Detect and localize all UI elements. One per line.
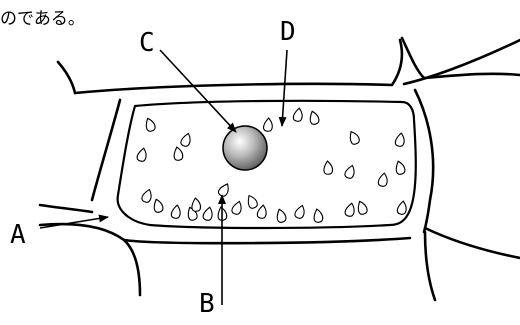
grains: [136, 107, 407, 223]
grain: [191, 198, 201, 212]
grain: [397, 200, 408, 215]
nucleus: [223, 126, 267, 170]
leader-a: [40, 217, 108, 228]
grain: [323, 161, 333, 175]
label-c: C: [139, 28, 155, 58]
grain: [141, 188, 154, 203]
grain: [245, 194, 258, 210]
grain: [394, 160, 406, 175]
grain: [293, 107, 304, 122]
grain: [275, 208, 287, 223]
grain: [294, 204, 307, 219]
grain: [313, 208, 324, 223]
leader-d: [282, 50, 287, 126]
grain: [356, 200, 369, 215]
neighbor-cell-walls: [40, 38, 520, 300]
grain: [173, 146, 184, 161]
grain: [144, 117, 157, 132]
grain: [202, 206, 214, 221]
grain: [347, 130, 360, 146]
grain: [344, 202, 356, 217]
grain: [378, 172, 389, 187]
grain: [217, 182, 231, 198]
label-b: B: [199, 289, 215, 319]
grain: [257, 204, 268, 219]
grain: [263, 118, 273, 132]
leader-c: [160, 50, 236, 132]
grain: [136, 147, 148, 162]
grain: [395, 132, 406, 147]
grain: [180, 132, 193, 147]
label-d: D: [280, 17, 296, 47]
label-a: A: [10, 220, 26, 250]
grain: [308, 110, 320, 125]
grain: [231, 200, 244, 215]
grain: [152, 198, 164, 213]
grain: [171, 204, 182, 219]
grain: [344, 164, 357, 179]
